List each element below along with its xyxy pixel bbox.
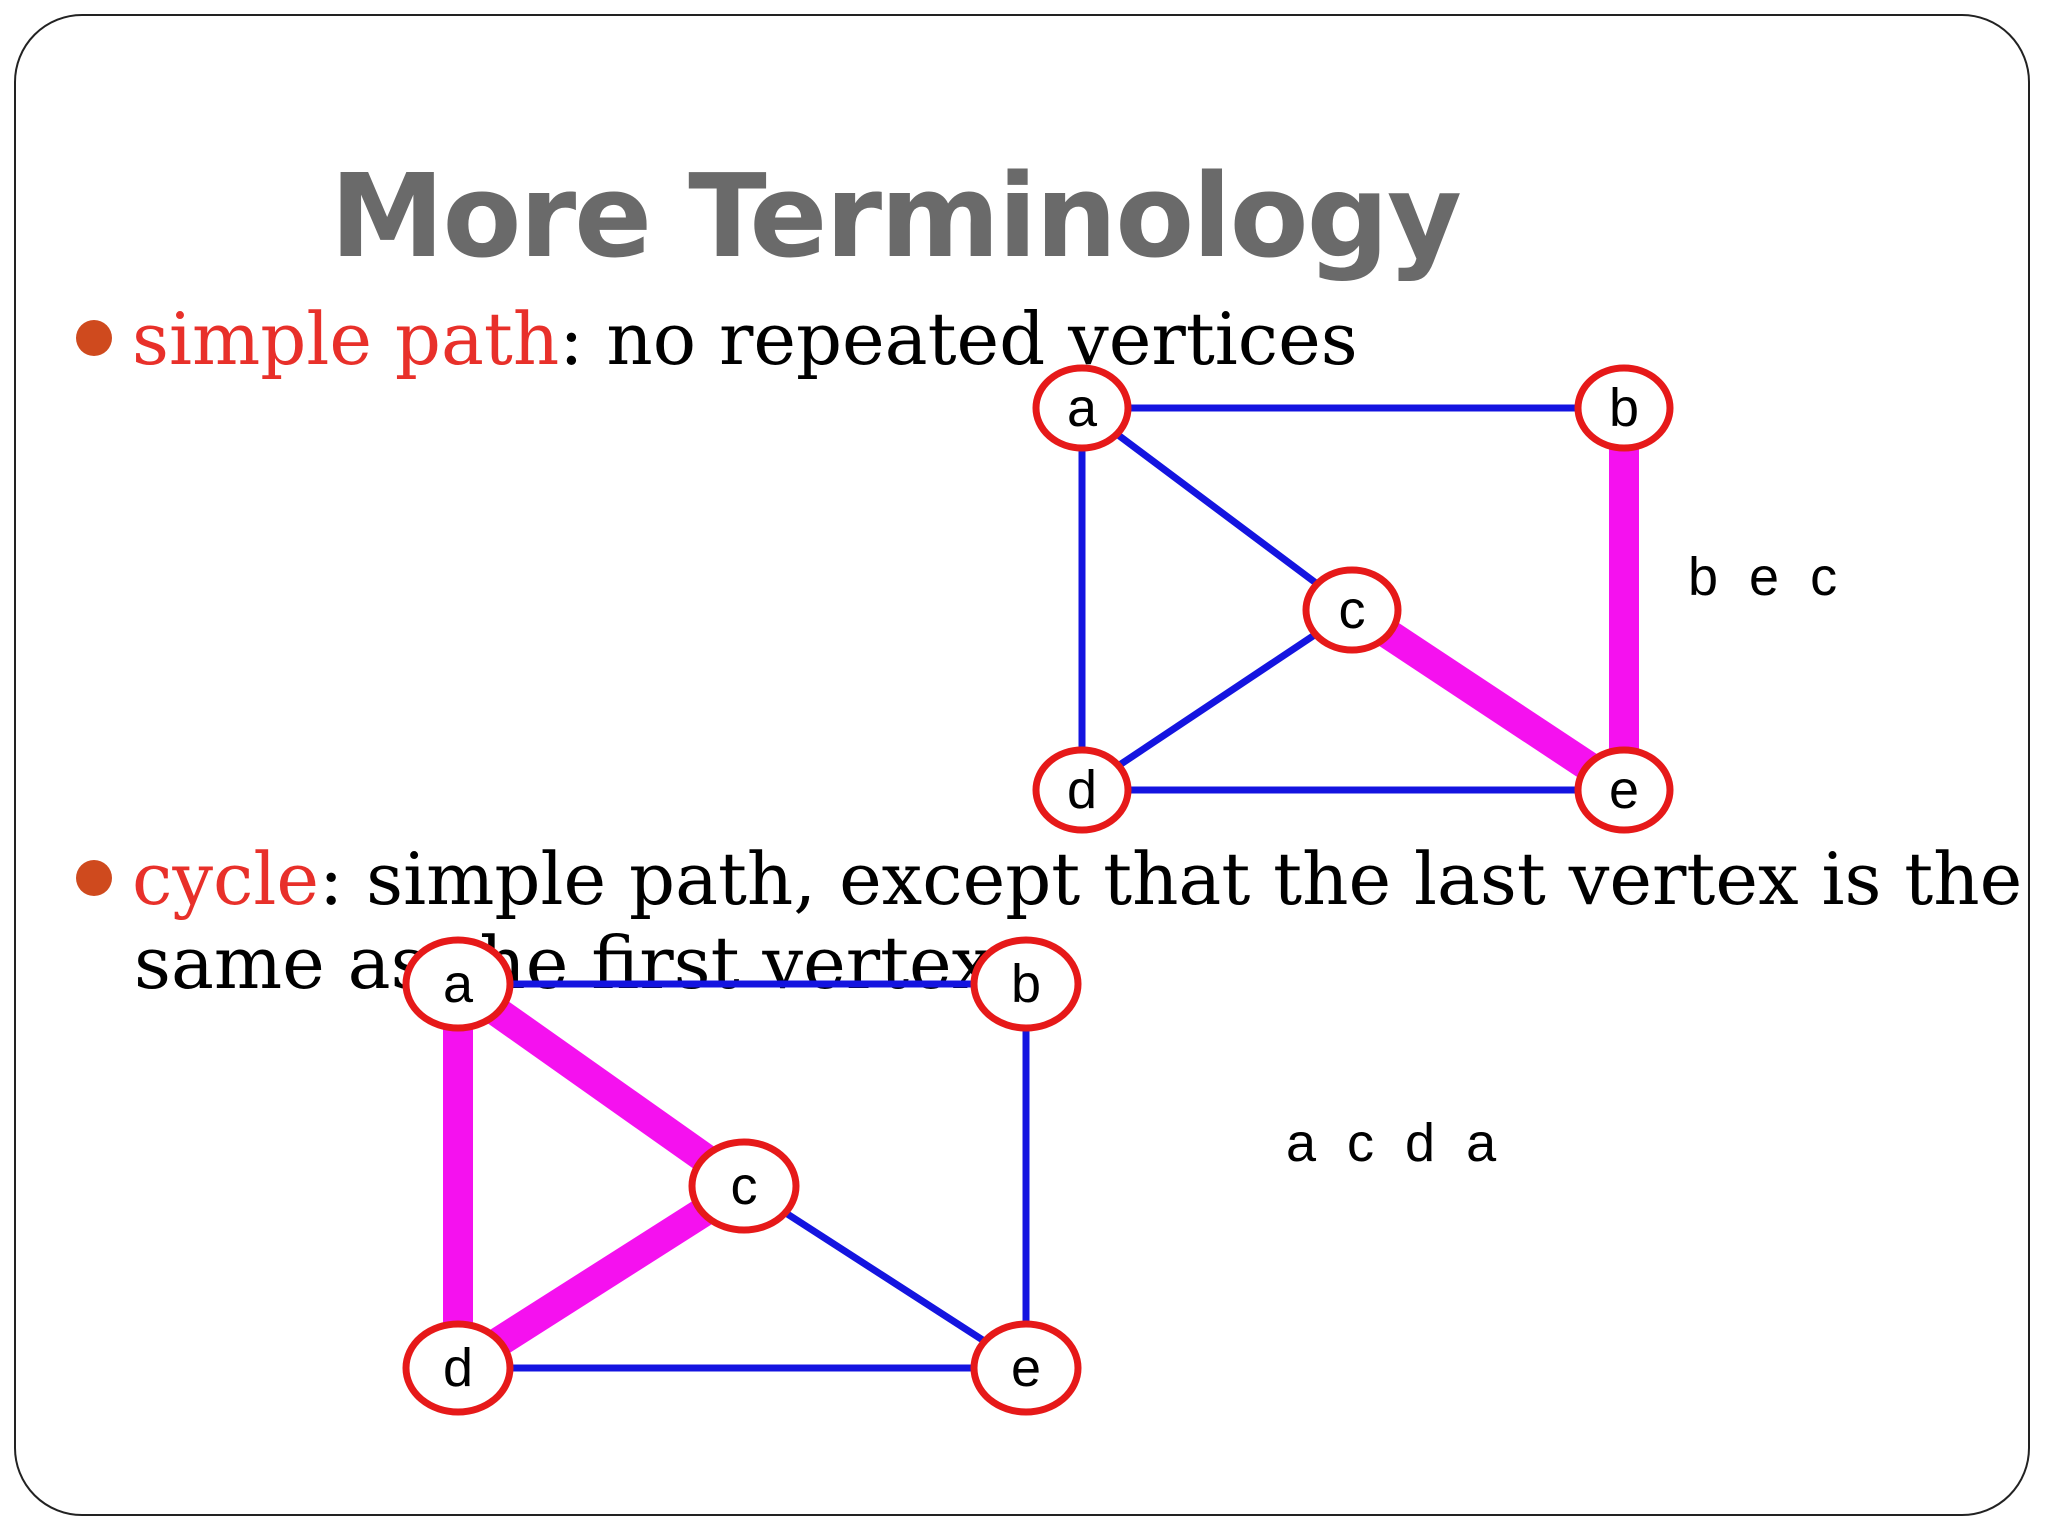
bullet-simple-path: simple path: no repeated vertices <box>76 296 1358 382</box>
cycle-example: a c d a <box>1286 1113 1505 1173</box>
node-label-e: e <box>1011 1338 1041 1398</box>
bullet-dot-icon <box>76 320 112 356</box>
slide-frame <box>14 14 2030 1516</box>
definition-cycle: : simple path, except that the last vert… <box>318 837 2023 921</box>
term-cycle: cycle <box>132 837 319 921</box>
term-simple-path: simple path <box>132 297 560 381</box>
node-label-a: a <box>443 954 474 1014</box>
bullet-dot-icon <box>76 860 112 896</box>
node-b <box>970 936 1082 1032</box>
node-e <box>1574 746 1674 834</box>
node-label-c: c <box>1339 580 1366 640</box>
node-e <box>970 1320 1082 1416</box>
highlighted-edge-c-d <box>449 1173 753 1381</box>
graph-simple-path: a b c d e <box>1032 364 1674 834</box>
node-b <box>1574 364 1674 452</box>
definition-cycle-continuation: same as the first vertex <box>134 921 993 1005</box>
node-label-d: d <box>443 1338 473 1398</box>
graph-cycle: a b c d e <box>402 936 1082 1416</box>
node-d <box>402 1320 514 1416</box>
edge-a-c <box>1079 405 1355 613</box>
simple-path-example: b e c <box>1688 547 1846 607</box>
node-c <box>1302 566 1402 654</box>
node-label-b: b <box>1011 954 1041 1014</box>
node-d <box>1032 746 1132 834</box>
slide-title: More Terminology <box>330 150 1462 284</box>
node-label-e: e <box>1609 760 1639 820</box>
node-c <box>688 1138 800 1234</box>
definition-simple-path: : no repeated vertices <box>559 297 1358 381</box>
edge-c-e <box>742 1183 1028 1371</box>
node-label-d: d <box>1067 760 1097 820</box>
node-a <box>1032 364 1132 452</box>
edge-c-d <box>1080 607 1354 793</box>
highlighted-edge-a-c <box>449 971 753 1199</box>
node-a <box>402 936 514 1032</box>
highlighted-edge-c-e <box>1343 597 1633 803</box>
node-label-c: c <box>731 1156 758 1216</box>
node-label-b: b <box>1609 378 1639 438</box>
bullet-cycle: cycle: simple path, except that the last… <box>76 836 2022 922</box>
node-label-a: a <box>1067 378 1098 438</box>
